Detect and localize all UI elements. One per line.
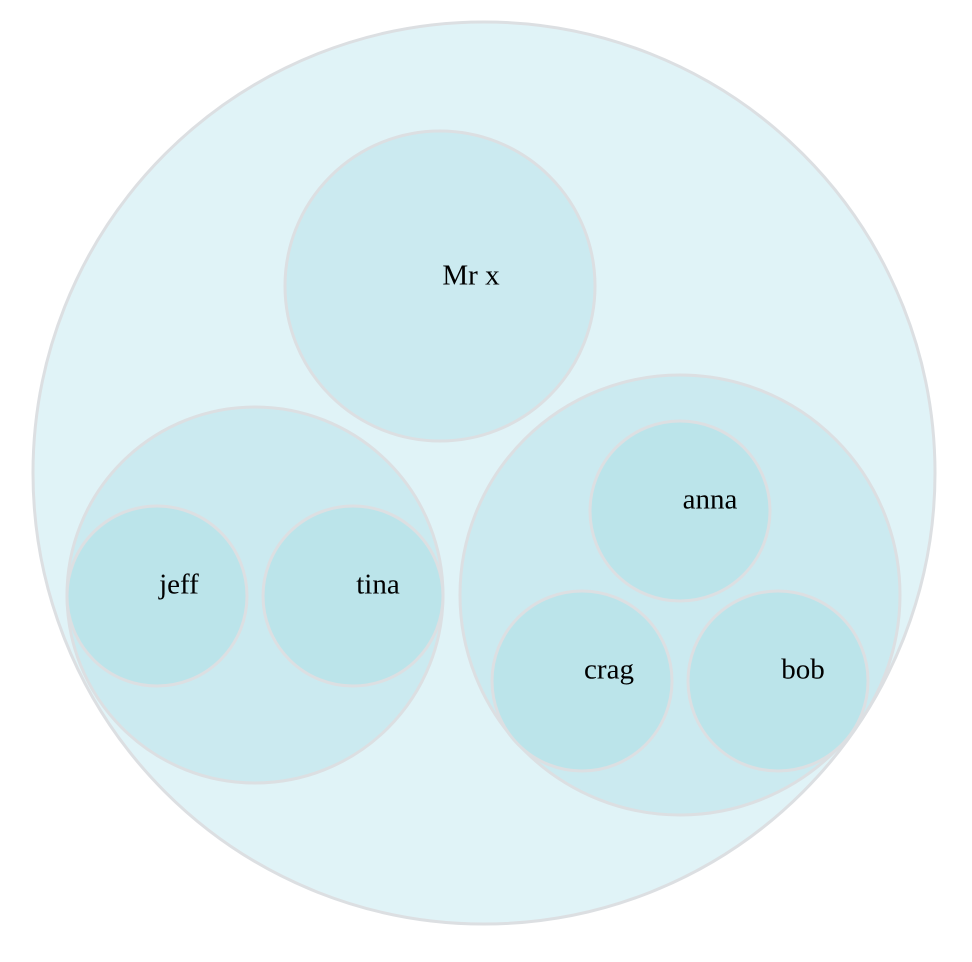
group-left[interactable]: jeff tina: [65, 405, 445, 785]
group-right[interactable]: anna crag bob: [458, 373, 902, 817]
node-anna[interactable]: anna: [588, 419, 772, 603]
crag-label: crag: [584, 654, 634, 686]
node-jeff[interactable]: jeff: [65, 504, 249, 688]
node-tina[interactable]: tina: [261, 504, 445, 688]
bob-label: bob: [781, 654, 825, 686]
jeff-circle[interactable]: [65, 504, 249, 688]
crag-circle[interactable]: [490, 589, 674, 773]
node-crag[interactable]: crag: [490, 589, 674, 773]
anna-circle[interactable]: [588, 419, 772, 603]
bob-circle[interactable]: [686, 589, 870, 773]
mr-x-label: Mr x: [442, 260, 500, 292]
node-mr-x[interactable]: Mr x: [283, 129, 597, 443]
anna-label: anna: [683, 484, 738, 516]
tina-circle[interactable]: [261, 504, 445, 688]
tina-label: tina: [356, 569, 400, 601]
node-bob[interactable]: bob: [686, 589, 870, 773]
jeff-label: jeff: [158, 569, 199, 601]
mr-x-circle[interactable]: [283, 129, 597, 443]
